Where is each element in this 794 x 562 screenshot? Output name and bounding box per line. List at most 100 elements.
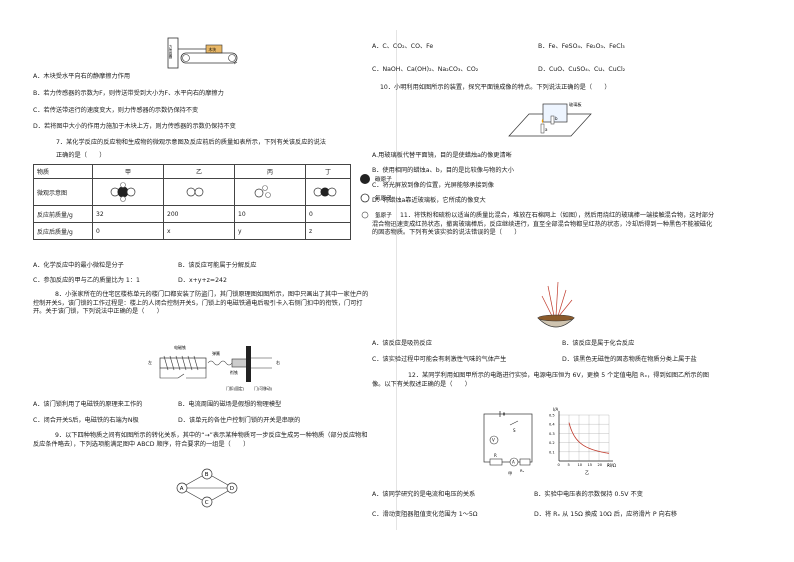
row-label: 微观示意图	[33, 178, 93, 206]
q11-option-c: C．该实验过程中可能会有刺激性气味的气体产生	[372, 356, 507, 363]
resistor-r	[489, 458, 503, 466]
q6-option-c: C．若传送带运行的速度变大，则力传感器的示数仍保持不变	[33, 107, 199, 114]
fig-label-a: a	[545, 127, 548, 132]
q7-option-c: C．参加反应的甲与乙的质量比为 1：1	[33, 277, 140, 284]
x-tick-label: 25	[608, 463, 613, 467]
label-switch: S	[513, 428, 516, 433]
legend-oxygen: 氧原子	[375, 194, 392, 202]
fig-label-electromagnet: 电磁铁	[174, 344, 186, 350]
q10-option-a: A.用玻璃板代替平面镜，目的是使蜡烛a的像更清晰	[372, 152, 512, 159]
hydrogen-atom-icon	[361, 211, 369, 218]
node-label-d: D	[230, 486, 234, 492]
fig-label-spring: 弹簧	[212, 350, 220, 356]
q12-option-a: A．该同学研究的是电流和电压的关系	[372, 491, 476, 498]
right-pulley	[228, 54, 236, 62]
q8-stem: 8．小张家所在的住宅区楼栋单元的楼门口都安装了防盗门，其门锁原理图如图所示，图中…	[33, 291, 369, 316]
q6-option-d: D．若将图中大小的作用力施加于木块上方，则力传感器的示数仍保持不变	[33, 123, 236, 130]
left-pulley	[182, 54, 190, 62]
q12-option-c: C．滑动变阻器阻值变化范围为 1～5Ω	[372, 511, 478, 518]
x-tick-label: 10	[578, 463, 583, 467]
x-tick-label: 20	[598, 463, 603, 467]
fig-label-sensor: 力传感器	[168, 44, 172, 59]
column-divider	[396, 30, 397, 530]
fig-label-doorframe: 门扣(固定)	[226, 386, 245, 391]
q12-option-d: D．将 Rₓ 从 15Ω 换成 10Ω 后，应将滑片 P 向右移	[534, 511, 678, 518]
q7-stem-line2: 正确的是（ ）	[56, 152, 106, 159]
voltmeter-icon	[489, 435, 499, 445]
fig-label-glass: 玻璃板	[569, 101, 582, 108]
node-label-b: B	[205, 472, 209, 478]
q7-option-b: B．该反应可能属于分解反应	[178, 262, 257, 269]
q8-option-c: C．闭合开关S后，电磁铁的右端为N极	[33, 417, 139, 424]
mixture	[537, 314, 575, 322]
y-tick-label: 0.2	[549, 441, 555, 445]
q11-reaction-figure	[537, 281, 575, 328]
glass-plate	[542, 103, 568, 123]
q10-mirror-figure: 玻璃板 b a	[508, 101, 592, 137]
x-tick-label: 15	[588, 463, 593, 467]
q9-conversion-diagram: A B C D	[176, 468, 238, 508]
table-header: 乙	[163, 164, 235, 179]
table-header: 甲	[92, 164, 164, 179]
label-ammeter: A	[512, 460, 515, 465]
door-latch	[246, 346, 251, 382]
spring-icon	[207, 360, 233, 366]
node-label-c: C	[205, 500, 209, 506]
candle-b	[550, 115, 555, 125]
x-tick-label: 5	[568, 463, 570, 467]
sparks-icon	[541, 281, 573, 317]
q9-option-a: A．C、CO₂、CO、Fe	[372, 43, 434, 50]
molecule-yi	[163, 178, 235, 206]
legend-carbon: 碳原子	[375, 175, 392, 183]
fig-label-right: 右	[276, 359, 280, 365]
fig-label-left: 左	[148, 359, 152, 365]
fig-label-block: 木块	[209, 47, 217, 52]
q7-table: 物质 甲 乙 丙 丁 碳原子 氧原子 氢原子 微观示意图	[33, 164, 423, 240]
switch-icon	[509, 420, 519, 426]
table-header: 丙	[234, 164, 306, 179]
label-voltmeter: V	[492, 438, 495, 443]
arrows	[185, 475, 229, 501]
table-cell: 0	[92, 222, 164, 240]
q12-option-b: B．实验中电压表的示数保持 0.5V 不变	[534, 491, 643, 498]
q12-circuit-diagram: S V A R Rₓ 甲	[483, 411, 533, 477]
q10-stem: 10．小明利用如图所示的装置，探究平面镜成像的特点。下列说法正确的是（ ）	[380, 84, 611, 91]
x-tick-label: 0	[558, 463, 561, 467]
table-surface	[508, 113, 592, 137]
conveyor-belt	[180, 52, 238, 64]
ammeter-icon	[509, 457, 519, 467]
y-tick-label: 0.4	[549, 423, 555, 427]
q11-stem: 11．将铁粉和硫粉以适当的质量比混合，堆放在石棉网上（如图），然后用烧红的玻璃棒…	[372, 212, 715, 237]
node-label-a: A	[180, 486, 184, 492]
y-tick-label: 0.5	[549, 414, 555, 418]
q8-option-b: B．电流周围的磁场是假想的物理模型	[178, 401, 282, 408]
q11-option-b: B．该反应是属于化合反应	[562, 340, 635, 347]
molecule-bing	[234, 178, 306, 206]
direction-arrow-icon	[233, 61, 238, 65]
molecule-ding	[305, 178, 351, 206]
q10-option-d: D．将蜡烛a靠近玻璃板，它所成的像变大	[372, 197, 486, 204]
label-jia: 甲	[508, 471, 512, 477]
electromagnet-core	[159, 357, 207, 369]
table-cell: y	[234, 222, 306, 240]
fig-label-door: 门(可移动)	[254, 386, 273, 391]
legend-hydrogen: 氢原子	[375, 211, 392, 219]
x-axis-label: Rₓ/Ω	[607, 463, 616, 468]
q9-stem: 9．以下四种物质之间有如图所示的转化关系，其中的“→”表示某种物质可一步反应生成…	[33, 432, 368, 448]
q6-option-a: A．木块受水平向右的静摩擦力作用	[33, 73, 131, 80]
q7-stem-line1: 7．某化学反应的反应物和生成物的微观示意图及反应前后的质量如表所示，下列有关该反…	[56, 139, 326, 146]
y-axis-label: I/A	[553, 407, 559, 412]
label-rx: Rₓ	[520, 468, 525, 473]
row-label: 反应后质量/g	[33, 222, 93, 240]
q8-option-d: D．该单元的各住户控制门锁的开关是串联的	[178, 417, 301, 424]
atom-legend: 碳原子 氧原子 氢原子	[351, 165, 424, 240]
fig-label-armature: 衔铁	[230, 369, 238, 375]
y-tick-label: 0.3	[549, 432, 555, 436]
table-header: 丁	[305, 164, 351, 179]
y-tick-label: 0.1	[549, 450, 555, 454]
q12-stem: 12．某同学利用如图甲所示的电路进行实验，电源电压恒为 6V，更换 5 个定值电…	[372, 372, 709, 388]
candle-a	[540, 123, 545, 134]
table-cell: 0	[305, 205, 351, 223]
q10-option-b: B．使用相同的蜡烛a、b，目的是比较像与物的大小	[372, 167, 514, 174]
